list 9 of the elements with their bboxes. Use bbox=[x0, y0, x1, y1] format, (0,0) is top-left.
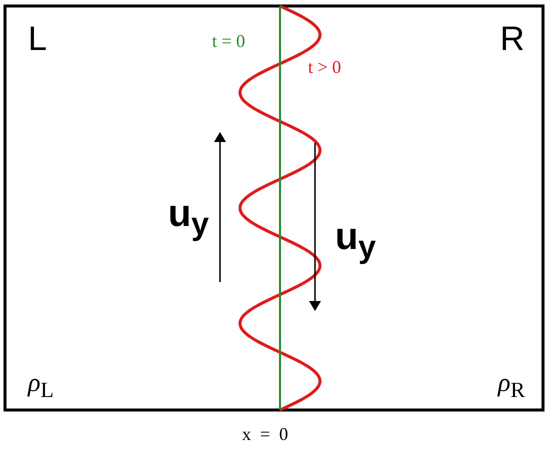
velocity-label: u$_{y}$ bbox=[335, 218, 376, 264]
time-label: t = 0 bbox=[212, 32, 246, 50]
region-label: L bbox=[28, 22, 47, 56]
time-label: t > 0 bbox=[308, 58, 342, 76]
region-label: R bbox=[500, 22, 525, 56]
density-label: ρ$_{L}$ bbox=[28, 370, 54, 402]
velocity-label: u$_{y}$ bbox=[168, 195, 209, 240]
density-label: ρ$_{R}$ bbox=[498, 370, 525, 402]
position-label: x = 0 bbox=[242, 425, 288, 443]
